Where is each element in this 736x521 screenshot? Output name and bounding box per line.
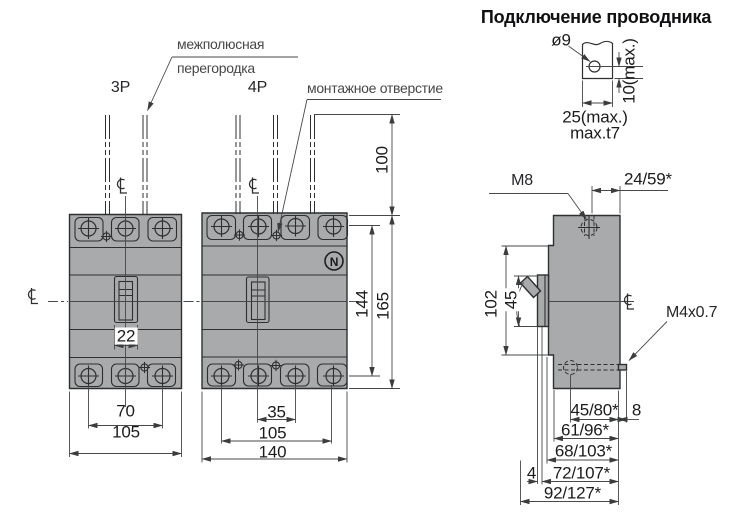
interpole-partition-icon xyxy=(142,114,148,215)
dim-hole-span-4p: 105 xyxy=(258,423,287,442)
dim-hole-dia: ø9 xyxy=(551,30,571,49)
callout-leaders xyxy=(147,56,441,233)
dim-width-3p: 105 xyxy=(112,422,140,441)
thread-label-m8: M8 xyxy=(511,171,533,189)
side-view xyxy=(489,186,668,505)
centerline-symbol-icon xyxy=(248,176,260,194)
neutral-pole-letter: N xyxy=(329,254,339,269)
interpole-partition-icon xyxy=(310,114,315,215)
dim-top-offset: 24/59* xyxy=(624,169,672,188)
neutral-pole-badge xyxy=(324,251,344,271)
dim-height: 165 xyxy=(373,292,392,320)
centerline-symbol-icon xyxy=(27,287,39,305)
dim-hole-span-3p: 70 xyxy=(116,401,135,420)
dim-pole-pitch-4p: 35 xyxy=(267,402,286,421)
dim-row2: 61/96* xyxy=(561,420,609,439)
front-view-4p xyxy=(201,114,400,463)
dim-lug-thickness: max.t7 xyxy=(570,123,620,143)
interpole-partition-icon xyxy=(273,114,278,215)
dim-row5: 92/127* xyxy=(543,483,602,502)
interpole-partition-label-line2: перегородка xyxy=(177,60,255,76)
dim-row3: 68/103* xyxy=(554,441,613,461)
dim-wire-length: 100 xyxy=(372,146,392,174)
conductor-detail xyxy=(568,40,643,107)
dim-row1-left: 45/80* xyxy=(570,400,619,420)
dim-row1-right: 8 xyxy=(631,400,642,420)
dim-hole-height: 144 xyxy=(352,289,371,318)
dim-panel-height: 45 xyxy=(501,288,520,312)
dim-handle-width: 22 xyxy=(114,326,138,346)
interpole-partition-label-line1: межполюсная xyxy=(177,36,265,52)
front-panel xyxy=(536,274,550,328)
dim-hole-offset: 10(max.) xyxy=(619,38,638,104)
thread-label-m4: M4x0.7 xyxy=(666,304,718,321)
view-label-4p: 4P xyxy=(247,79,268,96)
dim-row4-right: 72/107* xyxy=(552,463,611,482)
dim-lug-width: 25(max.) xyxy=(562,107,628,127)
interpole-partition-icon xyxy=(105,114,110,215)
view-label-3p: 3P xyxy=(110,79,131,96)
dim-body-depth: 102 xyxy=(481,288,501,320)
centerline-symbol-icon xyxy=(116,176,128,194)
front-view-3p xyxy=(27,114,200,457)
m4-screw-icon xyxy=(558,360,628,375)
interpole-partition-icon xyxy=(235,114,241,215)
mounting-hole-label: монтажное отверстие xyxy=(307,80,443,96)
dim-row4-left: 4 xyxy=(526,463,537,482)
drawing-title: Подключение проводника xyxy=(480,7,712,27)
dim-width-4p: 140 xyxy=(258,442,287,461)
toggle-lever xyxy=(519,275,542,299)
